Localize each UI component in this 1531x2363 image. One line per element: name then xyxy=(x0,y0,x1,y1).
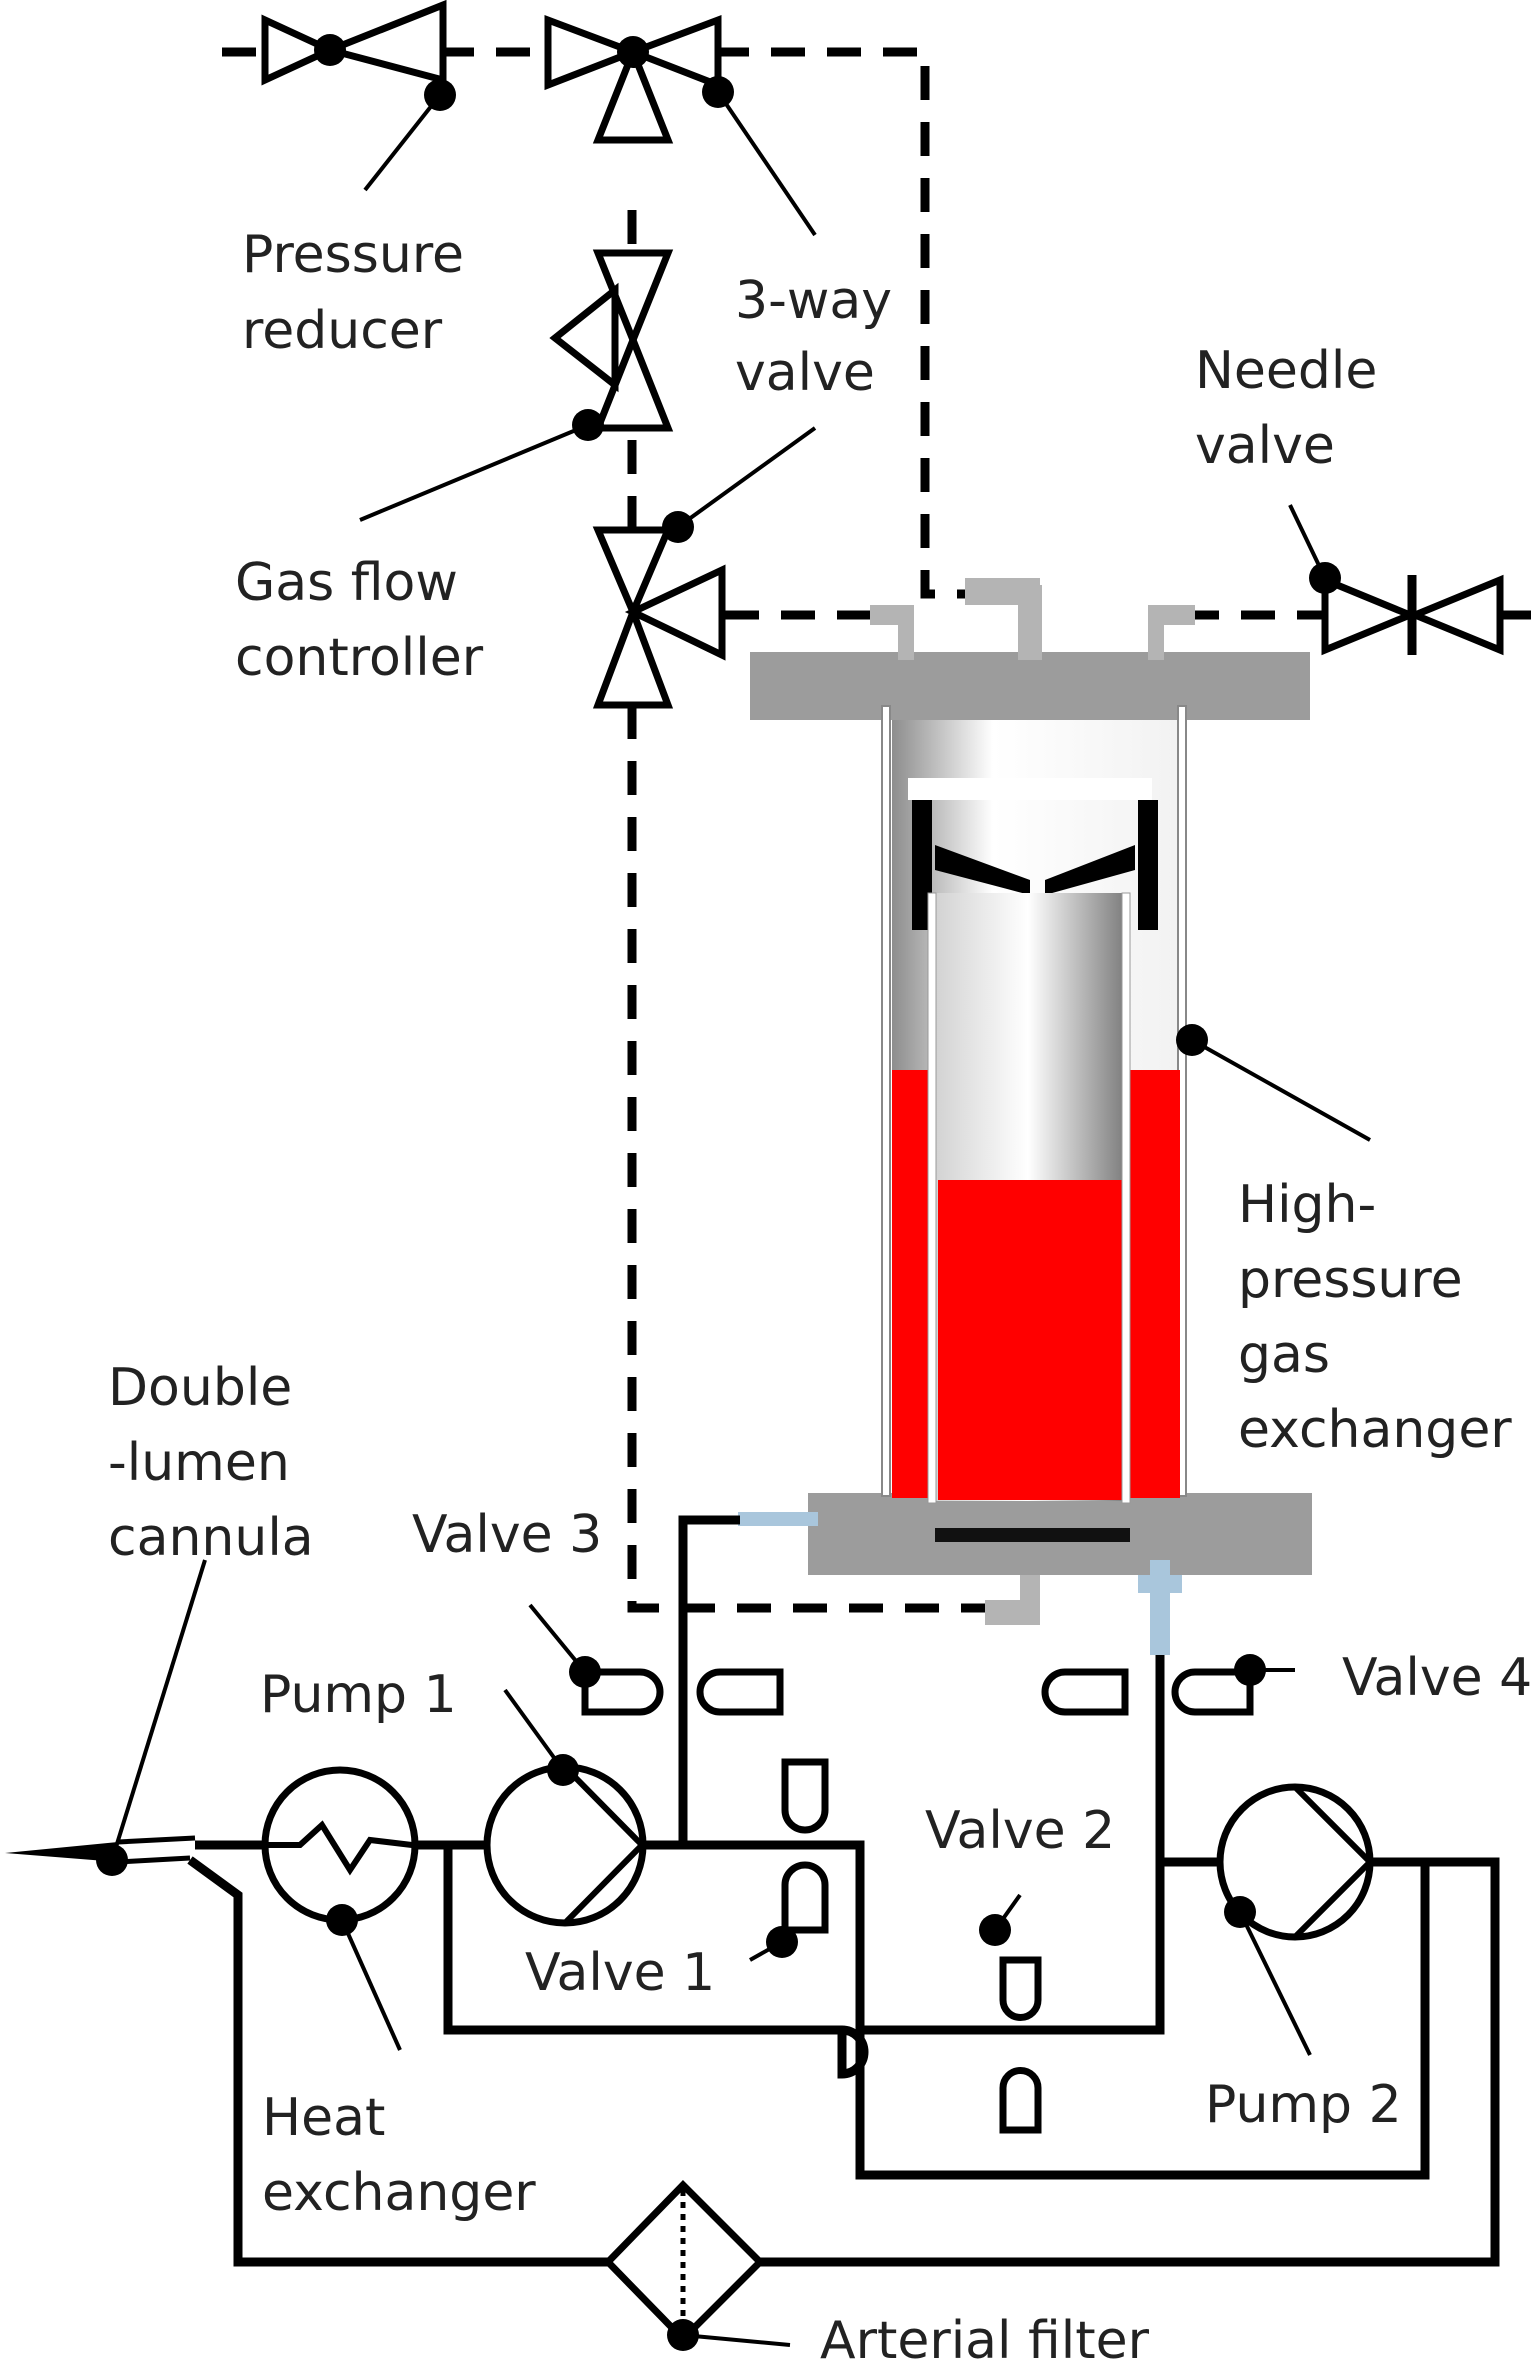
double-lumen-cannula xyxy=(5,1835,196,1865)
label-cannula-2: -lumen xyxy=(108,1433,290,1493)
label-needle-valve-2: valve xyxy=(1195,416,1335,476)
label-cannula-1: Double xyxy=(108,1358,292,1418)
arterial-filter xyxy=(603,2180,765,2344)
labels: Pressure reducer 3-way valve Needle valv… xyxy=(108,225,1531,2363)
label-exchanger-3: gas xyxy=(1238,1325,1330,1385)
pressure-reducer[interactable] xyxy=(261,0,447,92)
label-heat-exchanger-1: Heat xyxy=(262,2088,385,2148)
blood-lines xyxy=(187,1515,1500,2267)
label-pump-2: Pump 2 xyxy=(1205,2075,1402,2135)
gas-flow-controller[interactable] xyxy=(549,249,674,432)
label-pump-1: Pump 1 xyxy=(260,1665,457,1725)
label-three-way-valve-2: valve xyxy=(735,343,875,403)
label-valve-4: Valve 4 xyxy=(1342,1648,1531,1708)
label-needle-valve-1: Needle xyxy=(1195,341,1377,401)
pump-2[interactable] xyxy=(1216,1783,1374,1941)
three-way-valve-top[interactable] xyxy=(544,14,722,144)
label-exchanger-2: pressure xyxy=(1238,1250,1463,1310)
gas-lines xyxy=(222,47,1531,1613)
valve-2[interactable] xyxy=(999,1956,1042,2134)
label-valve-2: Valve 2 xyxy=(925,1801,1115,1861)
three-way-valve-middle[interactable] xyxy=(592,526,726,709)
label-gas-flow-controller-1: Gas flow xyxy=(235,553,458,613)
blood-fill-inner xyxy=(938,1180,1123,1500)
label-cannula-3: cannula xyxy=(108,1508,314,1568)
label-heat-exchanger-2: exchanger xyxy=(262,2163,536,2223)
label-exchanger-1: High- xyxy=(1238,1175,1376,1235)
valve-4[interactable] xyxy=(1041,1668,1254,1716)
label-arterial-filter: Arterial filter xyxy=(820,2311,1150,2363)
valve-1[interactable] xyxy=(781,1758,829,1934)
high-pressure-gas-exchanger xyxy=(738,578,1312,1655)
label-valve-3: Valve 3 xyxy=(412,1505,602,1565)
valve-3[interactable] xyxy=(581,1668,784,1716)
label-pressure-reducer-1: Pressure xyxy=(242,225,464,285)
heat-exchanger xyxy=(261,1766,419,1924)
label-gas-flow-controller-2: controller xyxy=(235,628,484,688)
label-valve-1: Valve 1 xyxy=(525,1943,715,2003)
leader-lines xyxy=(96,34,1371,2351)
label-exchanger-4: exchanger xyxy=(1238,1400,1512,1460)
pump-1[interactable] xyxy=(483,1763,647,1927)
needle-valve[interactable] xyxy=(1321,574,1504,656)
label-pressure-reducer-2: reducer xyxy=(242,301,443,361)
label-three-way-valve-1: 3-way xyxy=(735,271,892,331)
